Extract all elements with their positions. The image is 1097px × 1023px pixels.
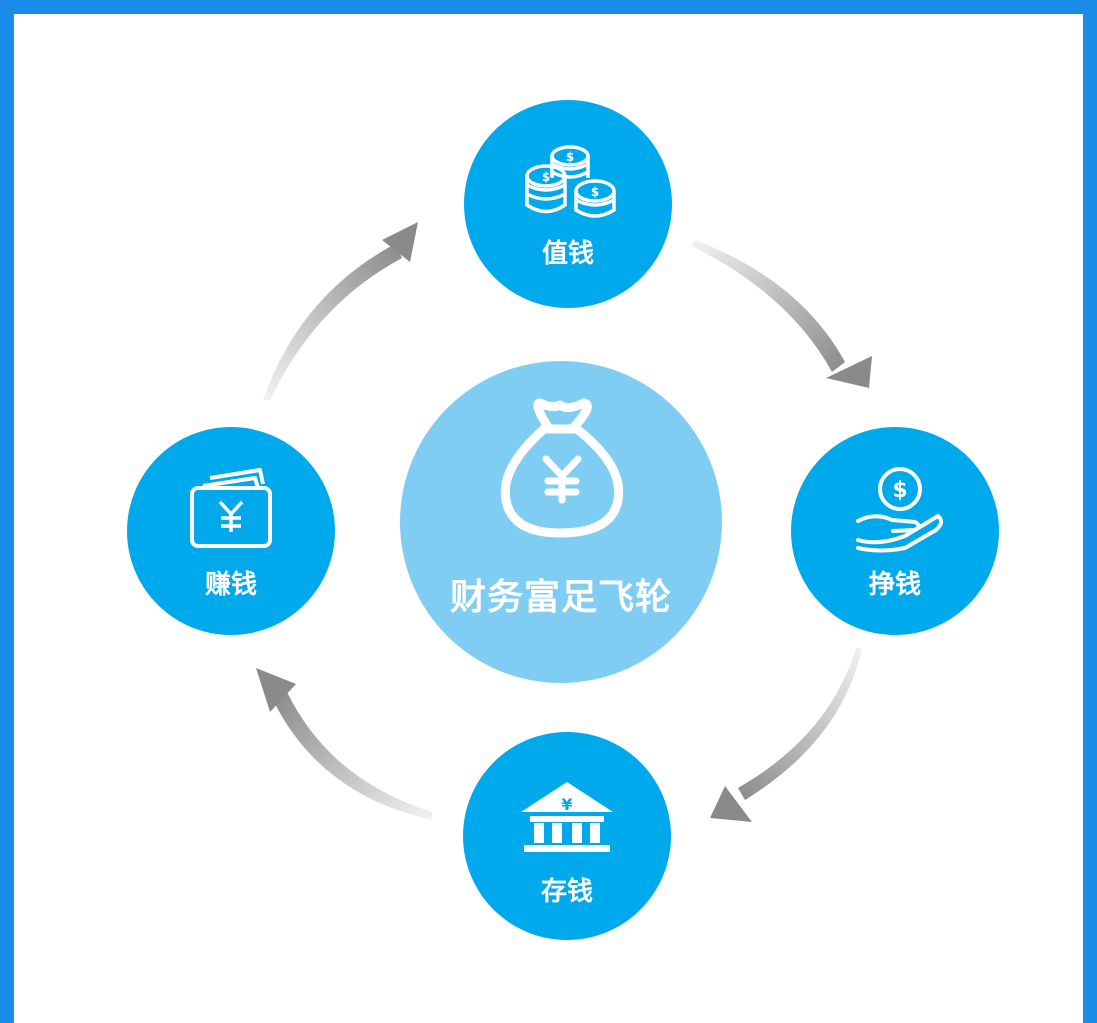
wallet-icon: [190, 468, 272, 548]
arrow-right-to-bottom: [710, 648, 862, 822]
arrow-top-to-right: [692, 240, 872, 388]
coin-in-hand-icon: $: [856, 467, 943, 553]
node-bottom: [463, 732, 671, 940]
node-top: [464, 100, 672, 308]
arrow-bottom-to-left: [256, 668, 432, 820]
arrow-left-to-top: [263, 222, 418, 400]
svg-text:$: $: [566, 150, 574, 164]
svg-text:¥: ¥: [561, 795, 572, 814]
money-bag-icon: [500, 398, 624, 538]
node-top-label: 值钱: [541, 239, 594, 269]
svg-text:$: $: [591, 185, 599, 199]
node-right-label: 挣钱: [868, 570, 921, 600]
coin-stacks-icon: $ $ $: [525, 145, 616, 218]
node-left-label: 赚钱: [204, 570, 257, 600]
node-bottom-label: 存钱: [540, 877, 593, 907]
center-circle: [400, 361, 722, 683]
svg-text:$: $: [542, 170, 550, 184]
center-label: 财务富足飞轮: [449, 577, 672, 618]
bank-icon: ¥: [521, 782, 613, 852]
svg-text:$: $: [892, 478, 907, 503]
